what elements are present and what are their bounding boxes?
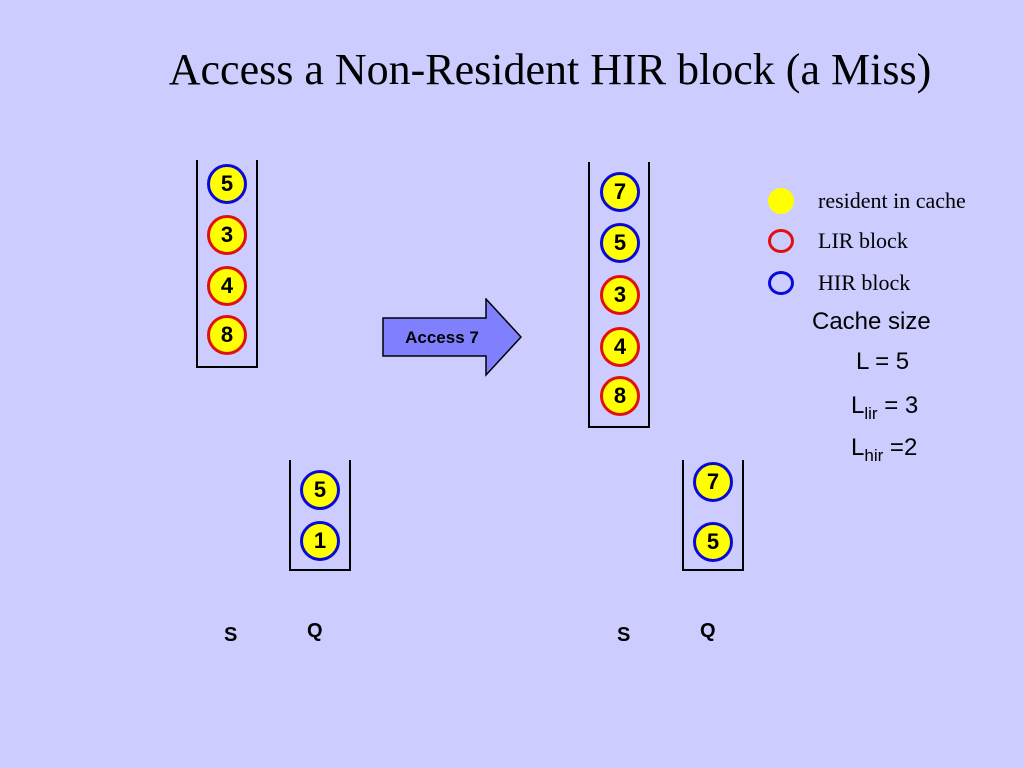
after-q-block-1: 7 (693, 462, 733, 502)
after-q-block-2: 5 (693, 522, 733, 562)
llir-base: L (851, 392, 865, 419)
llir-sub: lir (864, 403, 878, 423)
after-stack-q: 7 5 (682, 460, 744, 571)
legend-resident-text: resident in cache (818, 188, 966, 213)
legend-lir: LIR block (768, 228, 908, 254)
before-q-label: Q (307, 620, 323, 642)
before-s-block-4: 8 (207, 315, 247, 355)
legend-resident: resident in cache (768, 188, 966, 214)
after-s-block-5: 8 (600, 376, 640, 416)
after-s-block-1: 7 (600, 172, 640, 212)
after-stack-s: 7 5 3 4 8 (588, 162, 650, 428)
cache-size-heading: Cache size (812, 308, 931, 335)
legend-hir-text: HIR block (818, 270, 911, 295)
legend-hir: HIR block (768, 270, 910, 296)
lir-circle-icon (768, 229, 794, 253)
slide-title: Access a Non-Resident HIR block (a Miss) (168, 45, 932, 94)
cache-size-l: L = 5 (856, 348, 910, 375)
after-s-block-2: 5 (600, 223, 640, 263)
before-s-block-1: 5 (207, 164, 247, 204)
cache-size-llir: Llir = 3 (851, 392, 918, 424)
legend-lir-text: LIR block (818, 228, 908, 253)
arrow-shape (382, 297, 523, 377)
llir-value: = 3 (877, 392, 919, 419)
before-q-block-1: 5 (300, 470, 340, 510)
lhir-value: =2 (883, 434, 918, 461)
after-s-label: S (617, 624, 631, 646)
resident-dot-icon (768, 188, 794, 214)
before-q-block-2: 1 (300, 521, 340, 561)
after-s-block-4: 4 (600, 327, 640, 367)
before-stack-q: 5 1 (289, 460, 351, 571)
lhir-sub: hir (864, 445, 884, 465)
hir-circle-icon (768, 271, 794, 295)
access-arrow-label: Access 7 (405, 328, 479, 347)
access-arrow: Access 7 (382, 297, 523, 378)
after-q-label: Q (700, 620, 716, 642)
after-s-block-3: 3 (600, 275, 640, 315)
before-stack-s: 5 3 4 8 (196, 160, 258, 368)
before-s-block-3: 4 (207, 266, 247, 306)
cache-size-lhir: Lhir =2 (851, 434, 917, 466)
lhir-base: L (851, 434, 865, 461)
before-s-label: S (224, 624, 238, 646)
before-s-block-2: 3 (207, 215, 247, 255)
